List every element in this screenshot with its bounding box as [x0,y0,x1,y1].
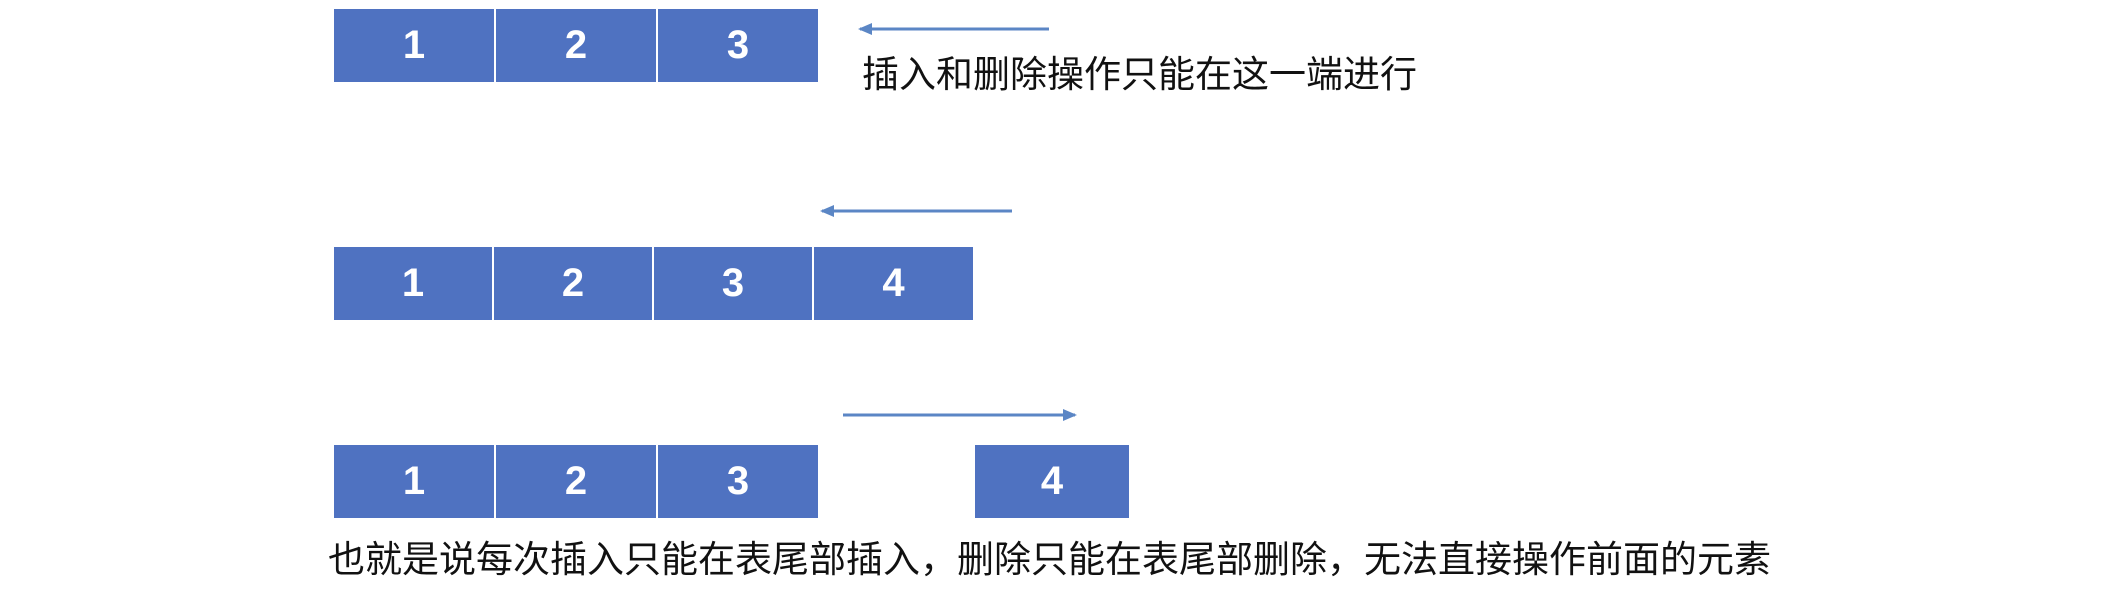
stack-cell: 1 [334,9,496,82]
popped-element: 4 [975,445,1129,518]
stack-stage-2: 1 2 3 4 [334,247,973,320]
stack-cell: 3 [654,247,814,320]
stack-cell: 4 [975,445,1129,518]
stack-cell: 2 [494,247,654,320]
stack-cell: 1 [334,445,496,518]
stack-cell: 3 [658,445,818,518]
stack-cell: 2 [496,9,658,82]
stack-cell: 3 [658,9,818,82]
stack-cell: 4 [814,247,973,320]
caption-stage-3: 也就是说每次插入只能在表尾部插入，删除只能在表尾部删除，无法直接操作前面的元素 [328,538,1771,581]
stack-stage-1: 1 2 3 [334,9,818,82]
caption-stage-1: 插入和删除操作只能在这一端进行 [862,53,1417,96]
stack-cell: 2 [496,445,658,518]
stack-cell: 1 [334,247,494,320]
stack-stage-3: 1 2 3 [334,445,818,518]
